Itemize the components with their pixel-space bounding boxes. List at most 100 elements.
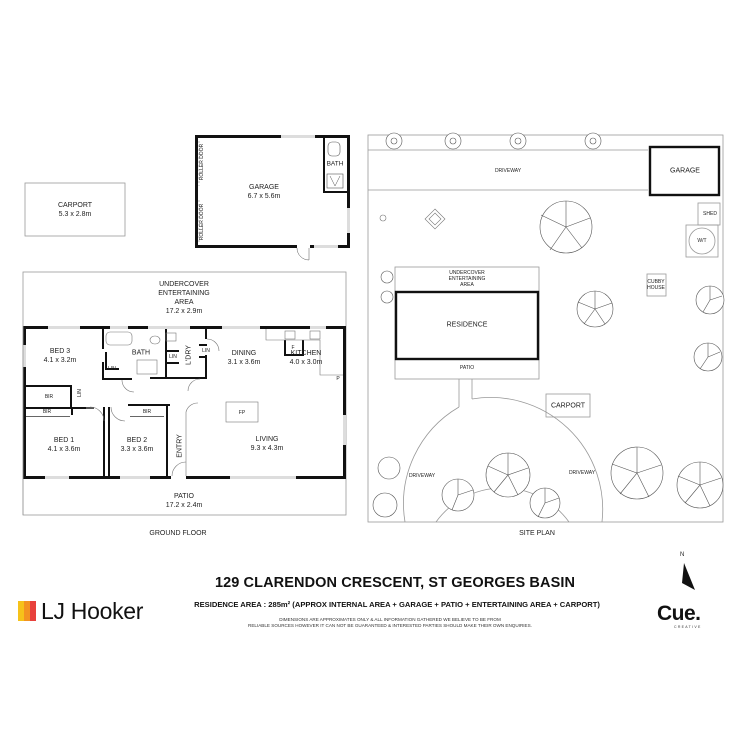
- dining-name: DINING: [231, 350, 257, 357]
- kitchen-name: KITCHEN: [290, 350, 322, 357]
- site-driveway-right-label: DRIVEWAY: [568, 470, 596, 476]
- bed3-dims: 4.1 x 3.2m: [43, 357, 77, 364]
- tree-icon: [676, 461, 724, 509]
- tree-icon: [444, 132, 462, 150]
- lin-label-bath: LIN: [108, 366, 116, 372]
- tree-icon: [385, 132, 403, 150]
- pantry-label: P: [336, 376, 340, 382]
- bed2-dims: 3.3 x 3.6m: [120, 446, 154, 453]
- site-plan-caption: SITE PLAN: [519, 530, 555, 537]
- entertaining-line3: AREA: [174, 299, 194, 306]
- lin-label-laundry-1: LIN: [169, 354, 177, 360]
- patio-label: PATIO 17.2 x 2.4m: [166, 492, 203, 510]
- tree-icon: [380, 270, 394, 284]
- site-ornaments: [379, 208, 446, 230]
- carport-name: CARPORT: [57, 202, 93, 209]
- bed1-label: BED 1 4.1 x 3.6m: [48, 436, 81, 454]
- property-address: 129 CLARENDON CRESCENT, ST GEORGES BASIN: [214, 575, 576, 591]
- tree-icon: [509, 132, 527, 150]
- garage-walls: [195, 135, 350, 261]
- house-walls: [23, 326, 346, 479]
- site-entertaining-line2: ENTERTAINING: [448, 276, 486, 282]
- residence-area: RESIDENCE AREA : 285m² (APPROX INTERNAL …: [194, 600, 600, 609]
- ground-floor-caption: GROUND FLOOR: [149, 530, 207, 537]
- bed1-name: BED 1: [53, 437, 75, 444]
- disclaimer-line2: RELIABLE SOURCES HOWEVER IT CAN NOT BE G…: [248, 623, 532, 628]
- bed3-name: BED 3: [49, 348, 71, 355]
- site-cubby-label: CUBBY HOUSE: [647, 279, 665, 291]
- bed3-label: BED 3 4.1 x 3.2m: [44, 347, 77, 365]
- tree-icon: [380, 290, 394, 304]
- bir-label-bed1: BIR: [42, 409, 52, 415]
- bir-label-bed2: BIR: [142, 409, 152, 415]
- kitchen-label: KITCHEN 4.0 x 3.0m: [290, 349, 323, 367]
- site-entertaining-label: UNDERCOVER ENTERTAINING AREA: [449, 270, 486, 288]
- tree-icon: [441, 478, 475, 512]
- tree-icon: [529, 487, 561, 519]
- entry-label: ENTRY: [176, 434, 184, 458]
- tree-icon: [377, 456, 401, 480]
- roller-door-label-upper: ROLLER DOOR: [199, 143, 205, 181]
- roller-door-label-lower: ROLLER DOOR: [199, 203, 205, 241]
- agency-logo-icon: [18, 601, 36, 621]
- site-garage: [648, 145, 721, 197]
- entertaining-line2: ENTERTAINING: [158, 290, 210, 297]
- tree-icon: [485, 452, 531, 498]
- lin-label-hall: LIN: [77, 389, 83, 397]
- tree-icon: [372, 492, 398, 518]
- tree-icon: [539, 200, 593, 254]
- disclaimer-line1: DIMENSIONS ARE APPROXIMATES ONLY & ALL I…: [279, 617, 501, 622]
- site-water-tank: [688, 227, 716, 255]
- tree-icon: [695, 285, 725, 315]
- dining-dims: 3.1 x 3.6m: [227, 359, 261, 366]
- site-driveway-left-label: DRIVEWAY: [408, 473, 436, 479]
- site-garage-label: GARAGE: [670, 167, 700, 175]
- living-dims: 9.3 x 4.3m: [250, 445, 284, 452]
- site-entertaining-line1: UNDERCOVER: [449, 270, 485, 276]
- site-shed-label: SHED: [703, 211, 717, 217]
- patio-dims: 17.2 x 2.4m: [165, 502, 203, 509]
- site-cubby-line2: HOUSE: [647, 285, 665, 291]
- bath-label: BATH: [131, 349, 151, 357]
- creator-logo: Cue.: [657, 602, 701, 625]
- fireplace-label: FP: [238, 410, 246, 416]
- site-cubby-line1: CUBBY: [647, 279, 665, 285]
- carport-outline: [24, 182, 126, 237]
- carport-dims: 5.3 x 2.8m: [58, 211, 92, 218]
- bed2-name: BED 2: [126, 437, 148, 444]
- fridge-label: F: [291, 345, 295, 351]
- entertaining-label: UNDERCOVER ENTERTAINING AREA 17.2 x 2.9m: [158, 280, 209, 316]
- tree-icon: [610, 446, 664, 500]
- disclaimer: DIMENSIONS ARE APPROXIMATES ONLY & ALL I…: [248, 617, 532, 629]
- site-linework: [367, 134, 724, 523]
- site-wt-box: [685, 224, 719, 258]
- site-entertaining-line3: AREA: [460, 282, 474, 288]
- site-residence-label: RESIDENCE: [446, 321, 488, 329]
- tree-icon: [576, 290, 614, 328]
- living-name: LIVING: [255, 436, 279, 443]
- carport-label: CARPORT 5.3 x 2.8m: [58, 201, 92, 219]
- site-boundary: [367, 134, 724, 523]
- entertaining-line1: UNDERCOVER: [159, 281, 209, 288]
- agency-logo: LJ Hooker: [18, 598, 143, 624]
- living-label: LIVING 9.3 x 4.3m: [251, 435, 284, 453]
- dining-label: DINING 3.1 x 3.6m: [228, 349, 261, 367]
- lin-label-laundry-2: LIN: [202, 348, 210, 354]
- patio-name: PATIO: [174, 493, 194, 500]
- garage-dims: 6.7 x 5.6m: [247, 193, 281, 200]
- site-patio-label: PATIO: [459, 365, 475, 371]
- site-cubby: [646, 273, 667, 297]
- bed1-dims: 4.1 x 3.6m: [47, 446, 81, 453]
- site-carport-label: CARPORT: [550, 402, 586, 410]
- garage-label: GARAGE 6.7 x 5.6m: [248, 183, 281, 201]
- kitchen-dims: 4.0 x 3.0m: [289, 359, 323, 366]
- garage-name: GARAGE: [249, 184, 279, 191]
- site-driveway-top-label: DRIVEWAY: [494, 168, 522, 174]
- entertaining-dims: 17.2 x 2.9m: [165, 308, 203, 315]
- agency-name: LJ Hooker: [41, 597, 144, 624]
- bir-label-bed3: BIR: [44, 394, 54, 400]
- laundry-label: L'DRY: [185, 345, 193, 365]
- creator-sub: CREATIVE: [674, 625, 702, 629]
- site-driveway-outer: [471, 397, 604, 523]
